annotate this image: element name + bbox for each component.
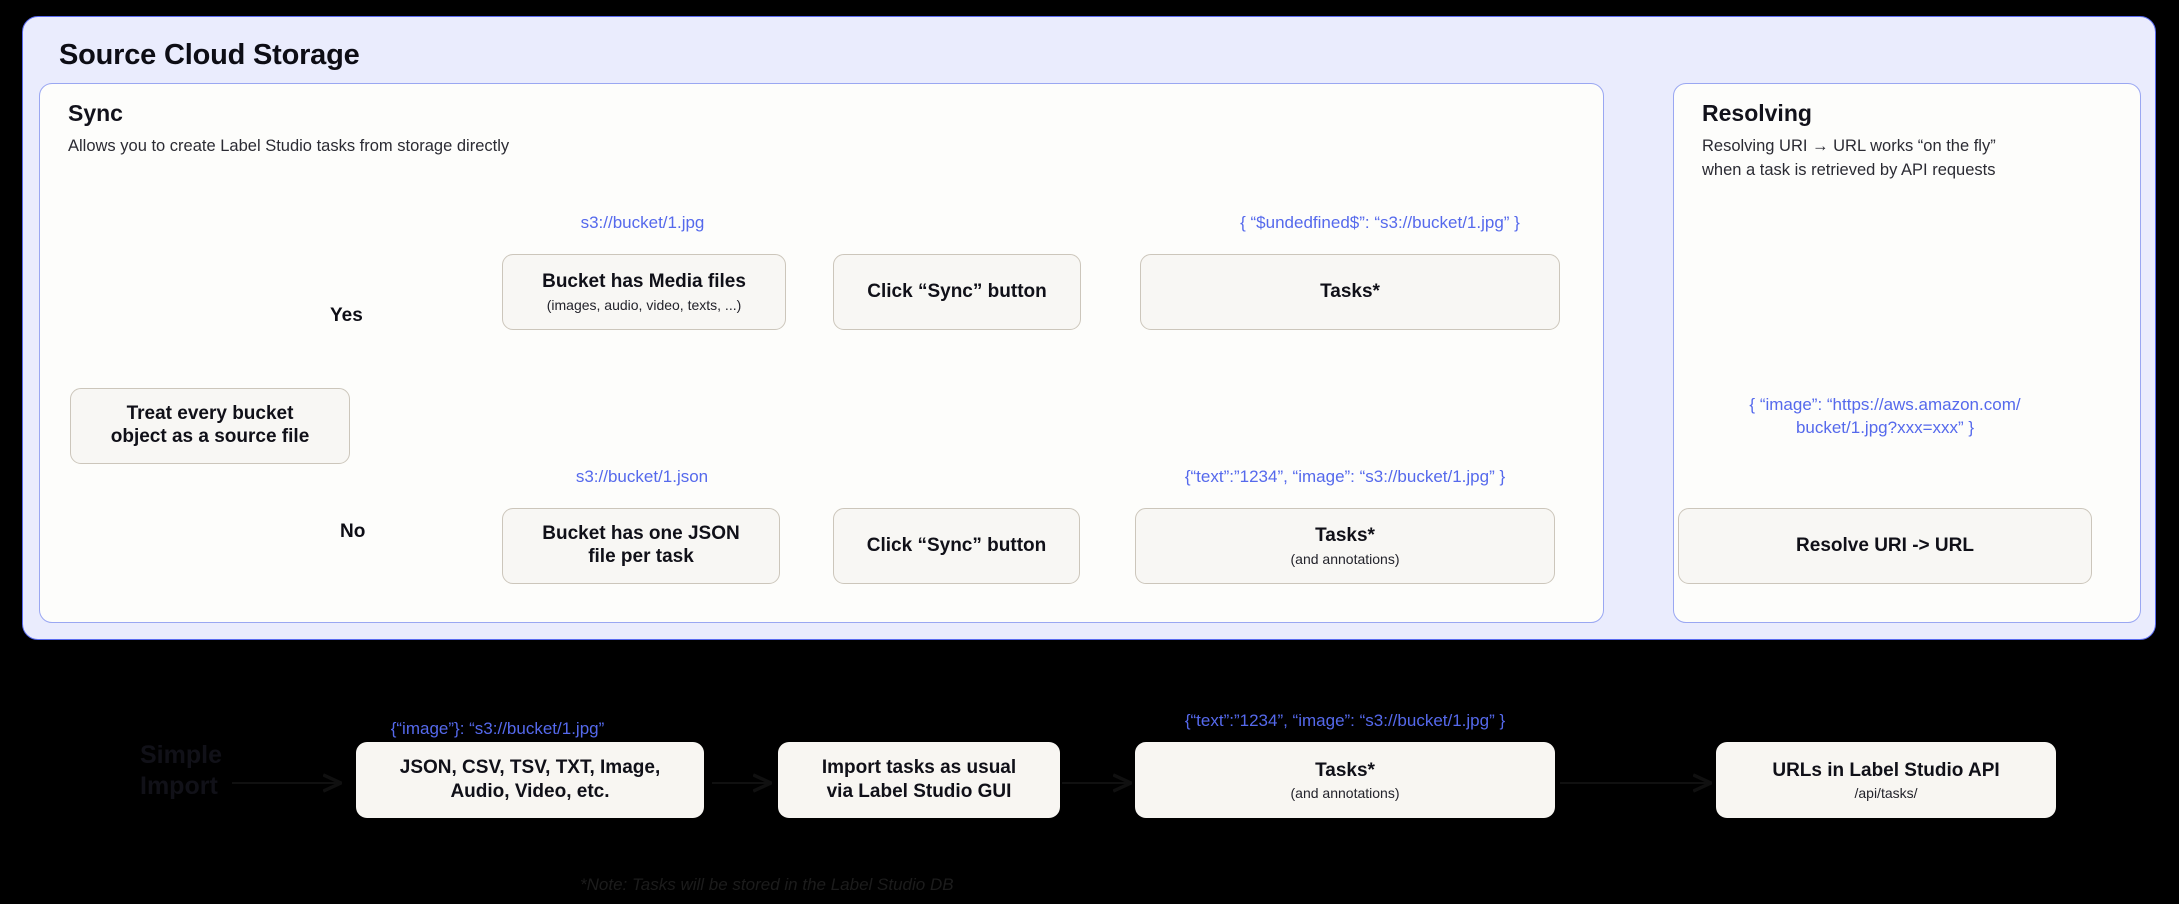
node-urls-in-label-studio-api[interactable]: URLs in Label Studio API /api/tasks/ (1716, 742, 2056, 818)
node-title: Click “Sync” button (867, 280, 1047, 302)
node-title: JSON, CSV, TSV, TXT, Image, Audio, Video… (399, 757, 661, 802)
branch-label-no: No (340, 521, 366, 542)
node-subtitle: /api/tasks/ (1854, 785, 1918, 802)
node-tasks-media[interactable]: Tasks* (1140, 254, 1560, 330)
node-title: Tasks* (1320, 280, 1380, 302)
node-click-sync-button-media[interactable]: Click “Sync” button (833, 254, 1081, 330)
node-resolve-uri-to-url[interactable]: Resolve URI -> URL (1678, 508, 2092, 584)
resolving-card-subtitle: Resolving URI → URL works “on the fly” w… (1702, 137, 1996, 179)
node-subtitle: (images, audio, video, texts, ...) (546, 296, 742, 313)
json-label-resolved-url: { “image”: “https://aws.amazon.com/ buck… (1749, 395, 2021, 437)
footer-note: *Note: Tasks will be stored in the Label… (580, 875, 954, 894)
node-subtitle: (and annotations) (1290, 785, 1400, 802)
node-title: Import tasks as usual via Label Studio G… (821, 757, 1017, 802)
json-label-image-bottom: {“image”}: “s3://bucket/1.jpg” (390, 719, 605, 738)
uri-label-json: s3://bucket/1.json (575, 467, 709, 486)
json-label-text-image: {“text”:”1234”, “image”: “s3://bucket/1.… (1184, 467, 1506, 486)
node-title: Click “Sync” button (866, 534, 1047, 556)
node-title: Tasks* (1315, 759, 1375, 781)
node-title: Tasks* (1315, 524, 1375, 546)
json-label-undefined-key: { “$undedfined$”: “s3://bucket/1.jpg” } (1240, 213, 1520, 232)
node-subtitle: (and annotations) (1290, 550, 1400, 567)
node-bucket-has-one-json-file[interactable]: Bucket has one JSON file per task (502, 508, 780, 584)
uri-label-jpg: s3://bucket/1.jpg (580, 213, 705, 232)
node-title: Bucket has Media files (542, 270, 746, 292)
resolving-card-title: Resolving (1702, 100, 1812, 126)
node-import-tasks-via-gui[interactable]: Import tasks as usual via Label Studio G… (778, 742, 1060, 818)
node-title: Treat every bucket object as a source fi… (110, 403, 310, 447)
node-title: Resolve URI -> URL (1796, 534, 1974, 556)
node-treat-every-bucket-object[interactable]: Treat every bucket object as a source fi… (70, 388, 350, 464)
node-tasks-and-annotations[interactable]: Tasks* (and annotations) (1135, 508, 1555, 584)
json-label-text-image-bottom: {“text”:”1234”, “image”: “s3://bucket/1.… (1184, 711, 1506, 730)
sync-card-title: Sync (68, 100, 123, 126)
node-click-sync-button-json[interactable]: Click “Sync” button (833, 508, 1080, 584)
node-title: URLs in Label Studio API (1772, 759, 2000, 781)
node-supported-formats[interactable]: JSON, CSV, TSV, TXT, Image, Audio, Video… (356, 742, 704, 818)
sync-card-subtitle: Allows you to create Label Studio tasks … (68, 137, 510, 155)
branch-label-yes: Yes (330, 305, 363, 326)
node-bucket-has-media-files[interactable]: Bucket has Media files (images, audio, v… (502, 254, 786, 330)
node-tasks-bottom[interactable]: Tasks* (and annotations) (1135, 742, 1555, 818)
node-title: Bucket has one JSON file per task (542, 523, 740, 567)
simple-import-caption: Simple Import (140, 741, 222, 801)
page-title: Source Cloud Storage (59, 39, 360, 71)
